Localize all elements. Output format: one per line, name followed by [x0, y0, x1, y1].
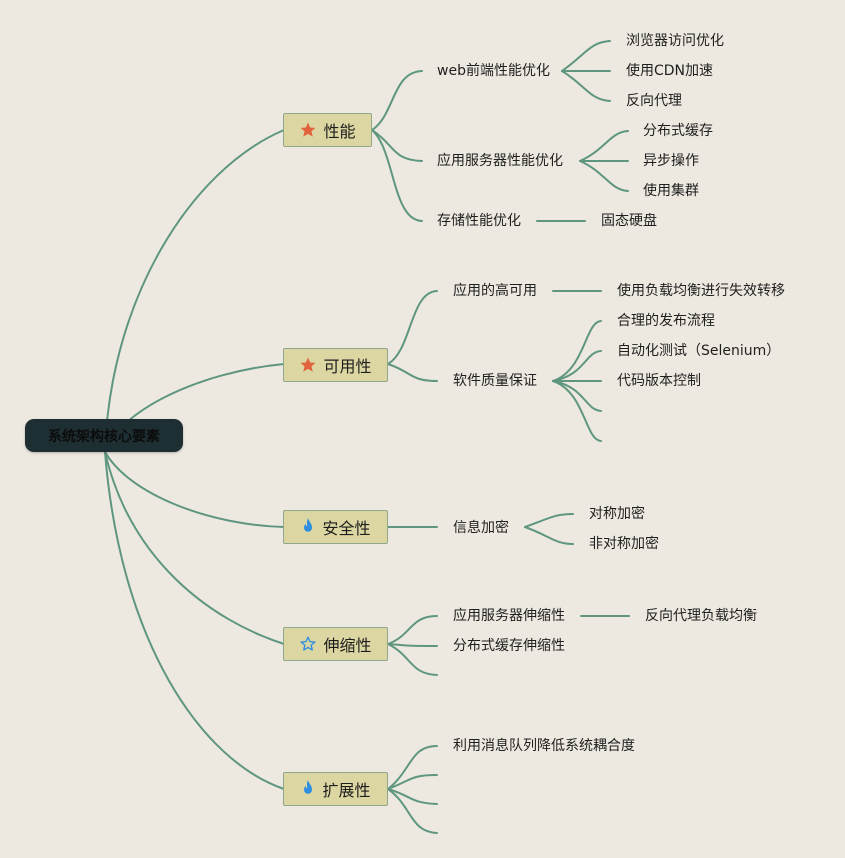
star-outline-icon [299, 635, 317, 653]
subtopic-cache-scalability[interactable]: 分布式缓存伸缩性 [453, 638, 565, 654]
root-topic-label: 系统架构核心要素 [48, 428, 160, 445]
leaf-symmetric[interactable]: 对称加密 [589, 506, 645, 522]
subtopic-message-queue[interactable]: 利用消息队列降低系统耦合度 [453, 738, 635, 754]
topic-scalability-label: 伸缩性 [323, 636, 372, 655]
topic-performance-label: 性能 [323, 122, 356, 141]
leaf-reverse-proxy[interactable]: 反向代理 [626, 93, 682, 109]
leaf-release-process[interactable]: 合理的发布流程 [617, 313, 715, 329]
subtopic-app-ha[interactable]: 应用的高可用 [453, 283, 537, 299]
star-icon [299, 121, 317, 139]
topic-security[interactable]: 安全性 [283, 510, 388, 544]
subtopic-quality[interactable]: 软件质量保证 [453, 373, 537, 389]
leaf-cdn[interactable]: 使用CDN加速 [626, 63, 714, 79]
leaf-asymmetric[interactable]: 非对称加密 [589, 536, 659, 552]
star-icon [299, 356, 317, 374]
subtopic-app-server-performance[interactable]: 应用服务器性能优化 [437, 153, 563, 169]
subtopic-web-frontend[interactable]: web前端性能优化 [437, 63, 550, 79]
leaf-version-control[interactable]: 代码版本控制 [617, 373, 701, 389]
leaf-distributed-cache[interactable]: 分布式缓存 [643, 123, 713, 139]
topic-scalability[interactable]: 伸缩性 [283, 627, 388, 661]
subtopic-storage[interactable]: 存储性能优化 [437, 213, 521, 229]
topic-availability-label: 可用性 [323, 357, 372, 376]
leaf-auto-test[interactable]: 自动化测试（Selenium） [617, 343, 781, 359]
subtopic-app-server-scalability[interactable]: 应用服务器伸缩性 [453, 608, 565, 624]
leaf-reverse-proxy-lb[interactable]: 反向代理负载均衡 [645, 608, 757, 624]
subtopic-encryption[interactable]: 信息加密 [453, 520, 509, 536]
topic-extensibility[interactable]: 扩展性 [283, 772, 388, 806]
leaf-async[interactable]: 异步操作 [643, 153, 699, 169]
leaf-browser-optimization[interactable]: 浏览器访问优化 [626, 33, 724, 49]
root-topic[interactable]: 系统架构核心要素 [25, 419, 183, 452]
fire-icon [300, 779, 316, 799]
topic-availability[interactable]: 可用性 [283, 348, 388, 382]
leaf-ssd[interactable]: 固态硬盘 [601, 213, 657, 229]
leaf-load-balance-failover[interactable]: 使用负载均衡进行失效转移 [617, 283, 785, 299]
fire-icon [300, 517, 316, 537]
topic-security-label: 安全性 [322, 519, 371, 538]
topic-performance[interactable]: 性能 [283, 113, 372, 147]
leaf-cluster[interactable]: 使用集群 [643, 183, 699, 199]
topic-extensibility-label: 扩展性 [322, 781, 371, 800]
